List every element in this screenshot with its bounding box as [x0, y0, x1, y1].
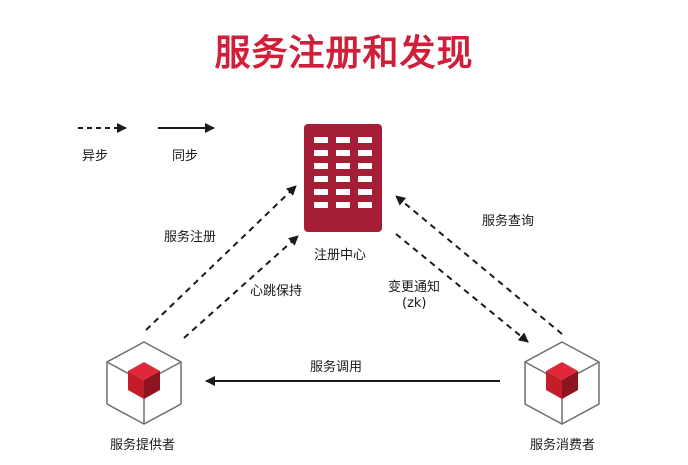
heartbeat-arrow [183, 235, 299, 339]
query-label: 服务查询 [482, 214, 535, 229]
provider-label: 服务提供者 [110, 438, 176, 453]
notify-label: 变更通知 [388, 280, 441, 295]
server-rack-icon [304, 124, 382, 232]
consumer-cube-icon [524, 341, 600, 425]
consumer-label: 服务消费者 [530, 438, 596, 453]
diagram-title: 服务注册和发现 [214, 33, 474, 74]
register-arrow [145, 185, 297, 331]
heartbeat-label: 心跳保持 [250, 284, 303, 299]
registry-label: 注册中心 [314, 248, 367, 263]
legend-sync-label: 同步 [172, 149, 199, 164]
provider-cube-icon [106, 341, 182, 425]
notify-sublabel: (zk) [402, 296, 427, 311]
legend-async-label: 异步 [82, 149, 109, 164]
invoke-label: 服务调用 [310, 360, 363, 375]
query-arrow [395, 195, 563, 335]
register-label: 服务注册 [164, 230, 217, 245]
